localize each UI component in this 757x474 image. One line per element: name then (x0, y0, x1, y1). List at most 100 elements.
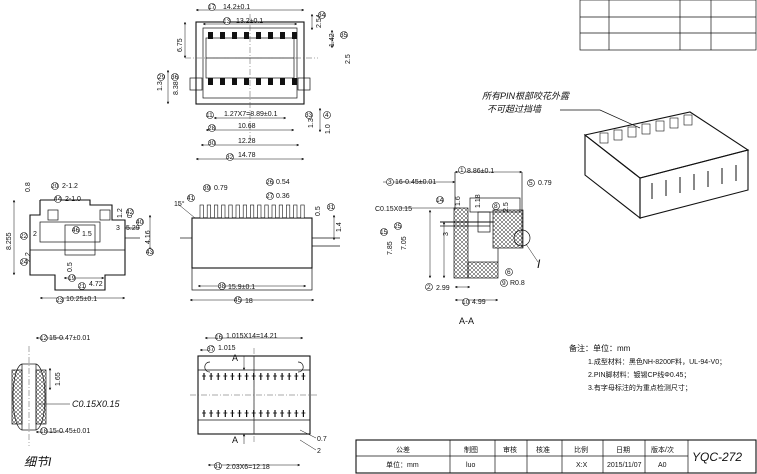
top-pin (208, 32, 213, 39)
iso-pin (641, 123, 651, 135)
dim-bottom-row: 2.03X6=12.18 (226, 464, 270, 471)
callout-33: 33 (305, 112, 313, 119)
top-pin (280, 78, 285, 85)
callout-8: 8 (494, 203, 498, 210)
iso-pin (599, 132, 609, 144)
callout-32: 32 (226, 154, 234, 161)
dim-054: 0.54 (276, 179, 290, 186)
section-mark-a-bottom: A (232, 435, 238, 445)
dim-16-section: 1.6 (455, 196, 462, 206)
callout-16: 16 (215, 334, 223, 341)
callout-24: 24 (20, 259, 28, 266)
callout-30: 30 (208, 140, 216, 147)
top-pin (256, 32, 261, 39)
top-pin (268, 32, 273, 39)
callout-12: 12 (40, 335, 48, 342)
dim-13-left: 1.3 (157, 81, 164, 91)
value-drafter: luo (466, 462, 475, 469)
section-view-a-a: 16-0.45±0.01 8.86±0.1 0.79 C0.15X0.15 1.… (375, 166, 552, 326)
dim-bottom-pitch: 1.015X14=14.21 (226, 333, 278, 340)
callout-45: 45 (234, 297, 242, 304)
top-pin (268, 78, 273, 85)
iso-pin (683, 114, 693, 126)
dim-8255: 8.255 (6, 232, 13, 250)
iso-pin (613, 129, 623, 141)
iso-pin (655, 120, 665, 132)
bottom-view: 1.015X14=14.21 1.015 2.03X6=12.18 0.7 2 … (190, 333, 327, 471)
callout-22: 22 (20, 233, 28, 240)
front-pin (286, 204, 291, 219)
callout-7: 29 (158, 74, 166, 81)
dim-1068: 10.68 (238, 123, 256, 130)
front-pin (250, 204, 255, 219)
dim-pin-045: 15-0.45±0.01 (49, 428, 90, 435)
dim-pin-width-16: 16-0.45±0.01 (395, 179, 436, 186)
front-pin (235, 204, 240, 219)
dim-07-bottom: 0.7 (317, 436, 327, 443)
callout-26: 26 (266, 179, 274, 186)
callout-27: 27 (266, 193, 274, 200)
front-view: 0.79 0.54 0.36 0.5 15.9±0.1 18 1.4 15° 3… (174, 178, 343, 305)
callout-2: 2 (427, 284, 431, 291)
dim-529: 5.29 (126, 225, 140, 232)
header-reviewer: 审核 (503, 445, 517, 454)
callout-14: 14 (436, 197, 444, 204)
callout-28: 28 (208, 125, 216, 132)
iso-note-line2: 不可超过挡墙 (487, 104, 542, 114)
front-pin (206, 204, 211, 219)
detail-view: 15-0.47±0.01 1.65 C0.15X0.15 15-0.45±0.0… (11, 334, 121, 469)
callout-31-front: 31 (327, 204, 335, 211)
dim-top-overall: 14.2±0.1 (223, 4, 250, 11)
dim-165: 1.65 (55, 372, 62, 386)
dim-angle-15: 15° (174, 200, 185, 208)
callout-10: 10 (462, 299, 470, 306)
dim-1025: 10.25±0.1 (66, 296, 97, 303)
dim-top-inner: 13.2±0.1 (236, 18, 263, 25)
iso-pin (669, 117, 679, 129)
dim-3-section: 3 (443, 232, 450, 236)
callout-38: 38 (218, 283, 226, 290)
dim-118: 1.18 (475, 194, 482, 208)
dim-05-side: 0.5 (67, 262, 74, 272)
dim-chamfer-section: C0.15X0.15 (375, 206, 412, 213)
top-pin (244, 78, 249, 85)
top-pin (208, 78, 213, 85)
callout-31-bottom: 31 (214, 463, 222, 470)
front-pin (271, 204, 276, 219)
top-pin (232, 32, 237, 39)
callout-19: 19 (68, 275, 76, 282)
callout-46: 46 (72, 227, 80, 234)
note-2: 2.PIN脚材料：镀锡CP线Φ0.45； (588, 370, 690, 379)
top-pin (280, 32, 285, 39)
front-pin (242, 204, 247, 219)
dim-079-section: 0.79 (538, 180, 552, 187)
dim-1478: 14.78 (238, 152, 256, 159)
value-date: 2015/11/07 (607, 462, 642, 469)
callout-39: 39 (203, 185, 211, 192)
front-pin (257, 204, 262, 219)
isometric-view: 所有PIN根部咬花外露 不可超过挡墙 (482, 91, 750, 220)
callout-3: 3 (388, 179, 392, 186)
dim-pitch-254: 2.54 (316, 14, 323, 28)
top-pin (220, 32, 225, 39)
dim-13-right: 1.3 (308, 118, 315, 128)
dim-2x10: 2-1.0 (65, 196, 81, 203)
callout-36: 36 (171, 74, 179, 81)
top-pin (232, 78, 237, 85)
dim-25: 2.5 (345, 54, 352, 64)
dim-05-front: 0.5 (315, 206, 322, 216)
callout-23: 23 (56, 297, 64, 304)
top-pin (220, 78, 225, 85)
dim-705: 7.05 (401, 236, 408, 250)
header-drafter: 制图 (464, 445, 478, 454)
header-date: 日期 (616, 446, 630, 454)
dim-036: 0.36 (276, 193, 290, 200)
dim-r08: R0.8 (510, 280, 525, 287)
dim-1015: 1.015 (218, 345, 236, 352)
dim-2-side: 2 (33, 231, 37, 238)
part-number: YQC-272 (692, 450, 742, 464)
detail-title: 细节I (24, 455, 52, 469)
callout-35: 35 (340, 32, 348, 39)
dim-2x12: 2-1.2 (62, 183, 78, 190)
